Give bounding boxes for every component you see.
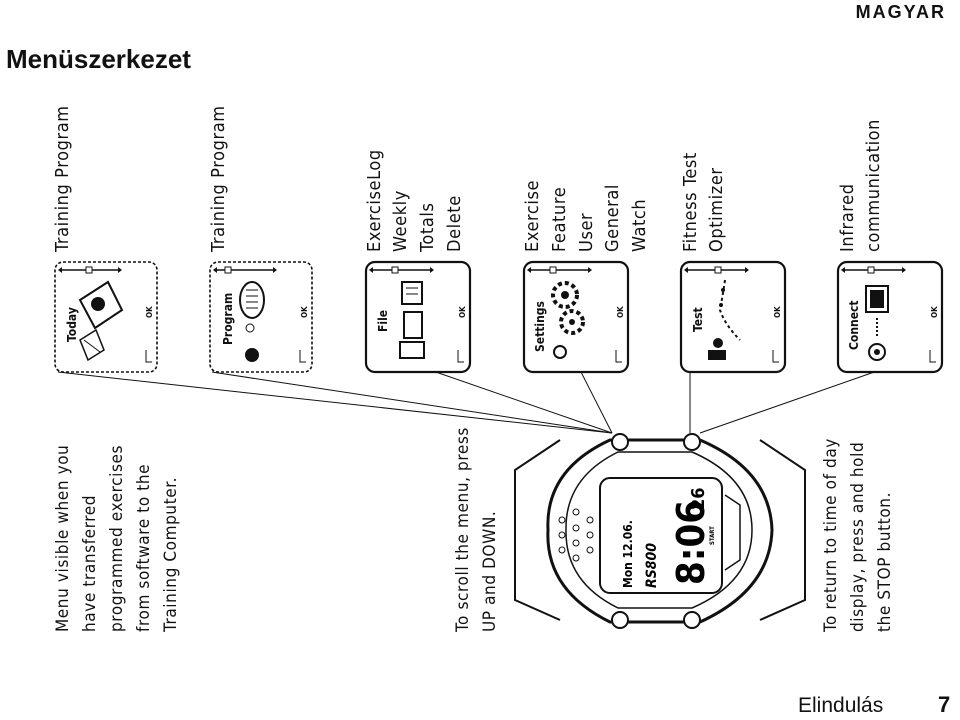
menu-item: ExerciseLog	[364, 149, 385, 252]
watch-button-up	[683, 433, 701, 451]
svg-text:have transferred: have transferred	[80, 495, 100, 632]
menu-panel-today: Today OK	[54, 261, 158, 373]
menu-item: communication	[863, 119, 884, 252]
fitness-test-icon	[708, 279, 741, 360]
language-label: MAGYAR	[855, 2, 946, 22]
menu-item: Delete	[444, 195, 465, 252]
svg-text:Training Computer.: Training Computer.	[161, 477, 181, 633]
svg-text:from software to the: from software to the	[134, 464, 154, 632]
watch-illustration: Mon 12.06. RS800 8:06 26 START	[514, 433, 806, 629]
gear-icon	[551, 281, 585, 359]
menu-panel-test: Test OK	[679, 260, 787, 374]
watch-seconds: 26	[688, 487, 709, 510]
svg-text:To scroll the menu, press: To scroll the menu, press	[453, 427, 473, 633]
ok-label: OK	[616, 306, 625, 318]
svg-text:the STOP button.: the STOP button.	[875, 492, 895, 632]
watch-model: RS800	[644, 543, 660, 588]
ok-label: OK	[930, 306, 939, 318]
computer-icon	[865, 285, 889, 361]
note-menu-visible: Menu visible when you have transferred p…	[53, 445, 181, 633]
watch-start-label: START	[709, 526, 716, 545]
menu-label-settings: Settings	[533, 301, 547, 352]
page-number: 7	[938, 692, 951, 717]
menu-panel-connect: Connect OK	[836, 260, 944, 374]
menu-label-test: Test	[691, 307, 705, 332]
watch-button-light	[611, 433, 629, 451]
page-title: Menüszerkezet	[6, 44, 191, 74]
menu-panel-settings: Settings OK	[522, 260, 630, 374]
menu-item: General	[602, 184, 623, 252]
file-icon	[399, 281, 425, 359]
menu-item: Optimizer	[706, 167, 727, 252]
watch-button-stop	[611, 611, 629, 629]
svg-text:To return to time of day: To return to time of day	[821, 438, 841, 633]
watch-button-down	[683, 611, 701, 629]
menu-item: Infrared	[837, 183, 858, 252]
svg-text:display, press and hold: display, press and hold	[848, 442, 868, 632]
watch-display: Mon 12.06. RS800 8:06 26 START	[621, 487, 716, 588]
menu-label-program: Program	[221, 293, 235, 345]
menu-item: Feature	[549, 187, 570, 252]
svg-text:Menu visible when you: Menu visible when you	[53, 445, 73, 632]
watch-time: 8:06	[669, 500, 713, 585]
menu-item: Exercise	[522, 180, 543, 252]
menu-item: Training Program	[52, 105, 73, 253]
menu-item: Totals	[417, 202, 438, 253]
menu-panel-program: Program OK	[209, 261, 313, 373]
today-icon	[78, 280, 124, 362]
menu-item: Training Program	[208, 105, 229, 253]
footer-section-label: Elindulás	[798, 694, 884, 717]
note-return: To return to time of day display, press …	[821, 438, 895, 633]
menu-item: User	[576, 213, 597, 252]
menu-label-file: File	[376, 310, 390, 332]
ok-label: OK	[773, 306, 782, 318]
note-scroll: To scroll the menu, press UP and DOWN.	[453, 427, 500, 633]
menu-panel-file: File OK	[364, 260, 472, 374]
svg-text:UP and DOWN.: UP and DOWN.	[480, 511, 500, 632]
menu-item: Fitness Test	[680, 152, 701, 252]
watch-date: Mon 12.06.	[621, 520, 635, 588]
menu-item: Weekly	[390, 190, 411, 252]
menu-label-connect: Connect	[847, 300, 861, 350]
connector-lines	[57, 369, 881, 434]
menu-item: Watch	[629, 199, 650, 252]
ok-label: OK	[458, 306, 467, 318]
ok-label: OK	[145, 306, 154, 318]
ok-label: OK	[300, 306, 309, 318]
menu-label-today: Today	[65, 307, 79, 342]
program-icon	[239, 281, 265, 362]
svg-text:programmed exercises: programmed exercises	[107, 445, 127, 632]
